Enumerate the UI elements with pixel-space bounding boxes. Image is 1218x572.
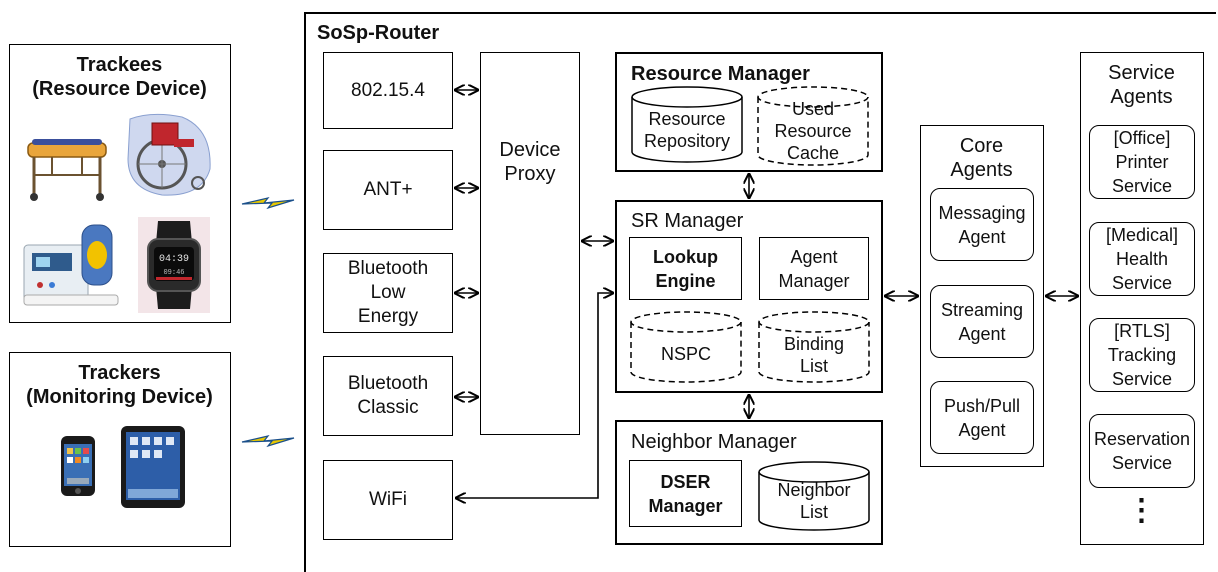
dser-manager: DSER Manager [629, 460, 742, 527]
interface-bluetooth-classic: Bluetooth Classic [323, 356, 453, 436]
interface-802-15-4: 802.15.4 [323, 52, 453, 129]
interface-wifi: WiFi [323, 460, 453, 540]
smartphone-icon [61, 436, 95, 496]
sosp-router-frame [304, 12, 1216, 572]
watch-subtext: 09:46 [163, 269, 184, 277]
device-proxy-label: Device Proxy [499, 138, 561, 185]
interface-bluetooth-le: Bluetooth Low Energy [323, 253, 453, 333]
trackers-title: Trackers (Monitoring Device) [26, 362, 213, 408]
more-services-ellipsis: ⋮ [1126, 494, 1157, 527]
tracking-service: [RTLS] Tracking Service [1089, 318, 1195, 392]
streaming-agent: Streaming Agent [930, 285, 1034, 358]
trackees-title: Trackees (Resource Device) [32, 54, 207, 100]
hospital-bed-icon [27, 139, 107, 201]
service-agents-title: Service Agents [1108, 62, 1175, 108]
binding-list-label: Binding List [783, 334, 845, 376]
lookup-engine: Lookup Engine [629, 237, 742, 300]
blood-pressure-monitor-icon [23, 224, 119, 306]
used-resource-cache-label: Used Resource Cache [774, 99, 852, 163]
router-title: SoSp-Router [317, 22, 440, 44]
nspc-label: NSPC [660, 344, 711, 364]
wireless-link-trackees-icon [241, 197, 295, 210]
push-pull-agent: Push/Pull Agent [930, 381, 1034, 454]
messaging-agent: Messaging Agent [930, 188, 1034, 261]
neighbor-list-label: Neighbor List [777, 480, 851, 522]
smartwatch-icon: 04:39 09:46 [138, 217, 210, 313]
sr-manager-title: SR Manager [631, 210, 744, 232]
trackees-panel: Trackees (Resource Device) 0 [9, 44, 231, 323]
resource-manager-title: Resource Manager [631, 63, 810, 85]
interface-ant-plus: ANT+ [323, 150, 453, 230]
device-proxy: Device Proxy [480, 52, 580, 435]
tablet-icon [121, 426, 185, 508]
core-agents-title: Core Agents [950, 135, 1013, 181]
watch-time: 04:39 [159, 254, 189, 265]
trackers-panel: Trackers (Monitoring Device) [9, 352, 231, 547]
agent-manager: Agent Manager [759, 237, 869, 300]
resource-repository-label: Resource Repository [643, 109, 731, 151]
neighbor-manager-title: Neighbor Manager [631, 431, 797, 453]
reservation-service: Reservation Service [1089, 414, 1195, 488]
wireless-link-trackers-icon [241, 435, 295, 448]
printer-service: [Office] Printer Service [1089, 125, 1195, 199]
wheelchair-icon [127, 113, 211, 196]
health-service: [Medical] Health Service [1089, 222, 1195, 296]
